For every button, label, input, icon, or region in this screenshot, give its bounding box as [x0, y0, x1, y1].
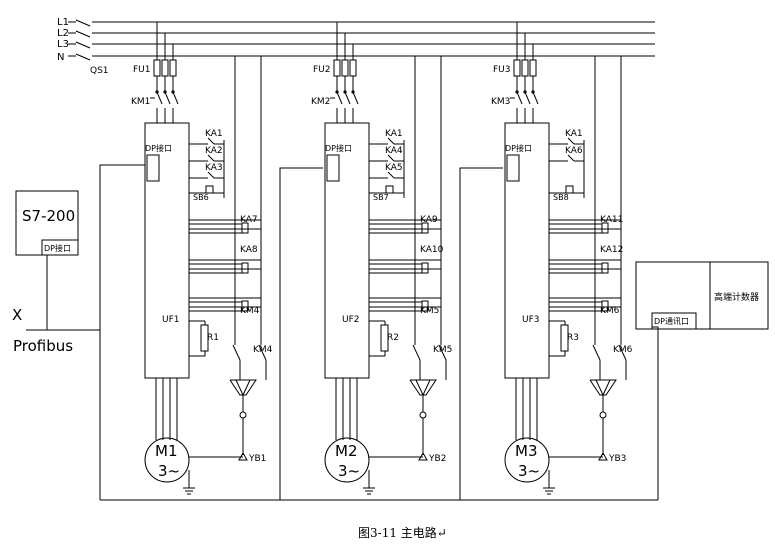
- resistor-label: R1: [207, 333, 219, 343]
- coil-label: KA9: [420, 215, 438, 225]
- plc-dp-label: DP接口: [44, 243, 71, 253]
- ka-contact-label: KA5: [385, 163, 403, 173]
- motor-phase-label: 3~: [518, 462, 540, 480]
- motor-label: M2: [335, 442, 358, 460]
- contactor-label: KM3: [491, 97, 510, 107]
- sb-label: SB6: [193, 193, 209, 202]
- coil-label: KA10: [420, 245, 444, 255]
- inverter-label: UF1: [162, 315, 180, 325]
- inverter-label: UF3: [522, 315, 540, 325]
- motor-icon: [144, 437, 190, 483]
- motor-label: M1: [155, 442, 178, 460]
- contactor-label: KM1: [131, 97, 150, 107]
- coil-label: KM5: [420, 306, 439, 316]
- motor-icon: [504, 437, 550, 483]
- counter-dp-label: DP通讯口: [654, 316, 689, 326]
- coil-label: KA8: [240, 245, 258, 255]
- plc-dp-port: [41, 239, 79, 256]
- km-switch-label: KM6: [613, 345, 633, 355]
- profibus-label: Profibus: [13, 337, 73, 355]
- counter-dp-port: [651, 312, 697, 330]
- motor-phase-label: 3~: [338, 462, 360, 480]
- ka-contact-label: KA1: [565, 129, 583, 139]
- brake-label: YB2: [428, 454, 446, 464]
- ka-contact-label: KA1: [385, 129, 403, 139]
- bus-label-l1: L1: [57, 17, 69, 28]
- ka-contact-label: KA3: [205, 163, 223, 173]
- motor-phase-label: 3~: [158, 462, 180, 480]
- sb-label: SB8: [553, 193, 569, 202]
- ka-contact-label: KA1: [205, 129, 223, 139]
- plc-name: S7-200: [22, 207, 75, 225]
- inverter-label: UF2: [342, 315, 360, 325]
- high-speed-counter-box: [635, 261, 769, 330]
- drive-unit-2: FU2KM2DP接口UF2KA1KA4KA5SB7KA9KA10KM5R2KM5…: [311, 22, 452, 495]
- bus-label-l2: L2: [57, 28, 69, 39]
- bus-label-n: N: [57, 52, 64, 63]
- coil-label: KM6: [600, 306, 620, 316]
- inverter-dp-label: DP接口: [145, 143, 172, 153]
- bus-label-l3: L3: [57, 39, 69, 50]
- drive-unit-1: FU1KM1DP接口UF1KA1KA2KA3SB6KA7KA8KM4R1KM4Y…: [131, 22, 273, 495]
- contactor-label: KM2: [311, 97, 330, 107]
- fuse-label: FU3: [493, 65, 511, 75]
- resistor-label: R3: [567, 333, 579, 343]
- km-switch-label: KM5: [433, 345, 452, 355]
- fuse-label: FU2: [313, 65, 331, 75]
- counter-name: 高端计数器: [714, 291, 759, 303]
- drive-unit-3: FU3KM3DP接口UF3KA1KA6SB8KA11KA12KM6R3KM6YB…: [491, 22, 633, 495]
- profibus-x: X: [12, 306, 22, 324]
- resistor-label: R2: [387, 333, 399, 343]
- coil-label: KA12: [600, 245, 623, 255]
- motor-icon: [324, 437, 370, 483]
- qs-label: QS1: [90, 66, 109, 76]
- inverter-box: [324, 122, 370, 379]
- ka-contact-label: KA2: [205, 146, 223, 156]
- inverter-box: [504, 122, 550, 379]
- coil-label: KM4: [240, 306, 260, 316]
- inverter-dp-label: DP接口: [325, 143, 352, 153]
- coil-label: KA7: [240, 215, 258, 225]
- brake-label: YB3: [608, 454, 626, 464]
- ka-contact-label: KA4: [385, 146, 403, 156]
- profibus-cable: [99, 164, 659, 501]
- motor-label: M3: [515, 442, 538, 460]
- inverter-box: [144, 122, 190, 379]
- fuse-label: FU1: [133, 65, 151, 75]
- figure-caption: 图3-11 主电路↵: [358, 525, 447, 540]
- inverter-dp-label: DP接口: [505, 143, 532, 153]
- sb-label: SB7: [373, 193, 389, 202]
- brake-label: YB1: [248, 454, 266, 464]
- ka-contact-label: KA6: [565, 146, 583, 156]
- km-switch-label: KM4: [253, 345, 273, 355]
- coil-label: KA11: [600, 215, 623, 225]
- power-bus-lines: [68, 19, 655, 61]
